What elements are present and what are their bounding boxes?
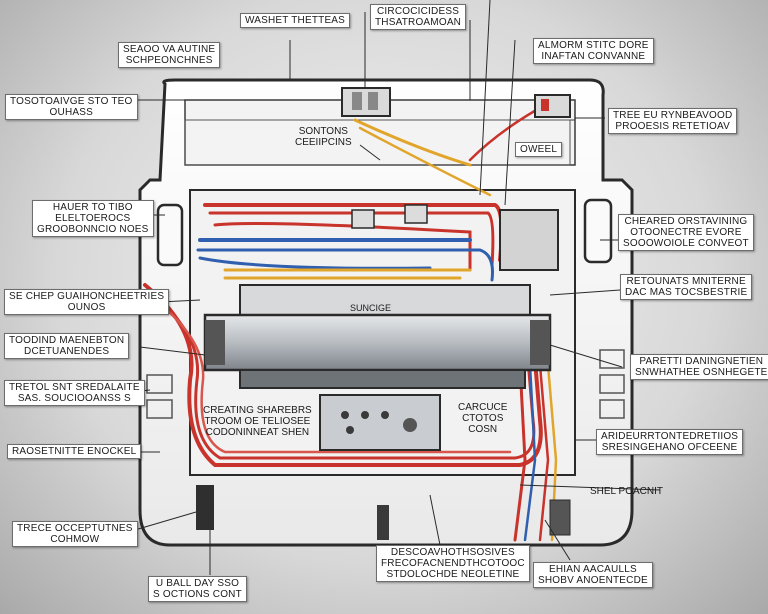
small-switch	[404, 204, 428, 224]
label-right-7: ARIDEURRTONTEDRETIIOS SRESINGEHANO OFCEE…	[596, 429, 744, 455]
left-post	[196, 485, 214, 530]
left-mirror	[156, 203, 184, 267]
label-top-center-left: WASHET THETTEAS	[240, 13, 351, 28]
label-right-4: RETOUNATS MNITERNE DAC MAS TOCSBESTRIE	[620, 274, 753, 300]
top-relay	[341, 87, 391, 117]
connector-plate	[319, 394, 441, 451]
label-top-center: CIRCOCICIDESS THSATROAMOAN	[370, 4, 467, 30]
right-module	[499, 209, 559, 271]
label-left-6: TRETOL SNT SREDALAITE SAS. SOUCIOOANSS S	[4, 380, 145, 406]
main-box-top	[239, 284, 531, 316]
label-upper-left: TOSOTOAIVGE STO TEO OUHASS	[5, 94, 138, 120]
center-post	[377, 505, 389, 540]
right-post	[549, 499, 571, 536]
label-left-4: SE CHEP GUAIHONCHEETRIES OUNOS	[4, 289, 170, 315]
label-bottom-left-2: U BALL DAY SSO S OCTIONS CONT	[148, 576, 247, 602]
right-mirror	[583, 198, 613, 264]
label-bottom-left: TRECE OCCEPTUTNES COHMOW	[12, 521, 138, 547]
label-right-8: SHEL POACNIT	[590, 486, 663, 497]
label-left-5: TOODIND MAENEBTON DCETUANENDES	[4, 333, 130, 359]
label-main-box: SUNCIGE	[350, 303, 392, 313]
label-bottom-right: EHIAN AACAULLS SHOBV ANOENTECDE	[533, 562, 653, 588]
top-right-connector	[534, 94, 571, 118]
label-bottom-center: DESCOAVHOTHSOSIVES FRECOFACNENDTHCOTOOC …	[376, 545, 530, 582]
label-mid-right: CHEARED ORSTAVINING OTOONECTRE EVORE SOO…	[618, 214, 754, 251]
inner-panel	[184, 119, 571, 166]
label-bottom-center-left: CREATING SHAREBRS TROOM OE TELIOSEE CODO…	[203, 405, 312, 438]
label-right-5: PARETTI DANINGNETIEN SNWHATHEE OSNHEGETE	[630, 354, 768, 380]
label-bottom-center-right: CARCUCE CTOTOS COSN	[458, 402, 508, 435]
label-upper-right: TREE EU RYNBEAVOOD PROOESIS RETETIOAV	[608, 108, 738, 134]
label-inside-small-right: OWEEL	[515, 142, 563, 157]
label-top-left: SEAOO VA AUTINE SCHPEONCHNES	[118, 42, 221, 68]
main-box	[203, 313, 552, 372]
side-vents	[146, 349, 625, 419]
small-switch-2	[351, 209, 375, 229]
label-left-7: RAOSETNITTE ENOCKEL	[7, 444, 142, 459]
label-inside-top-center: SONTONS CEEIIPCINS	[295, 126, 352, 148]
label-top-right: ALMORM STITC DORE INAFTAN CONVANNE	[533, 38, 654, 64]
label-mid-left: HAUER TO TIBO ELELTOEROCS GROOBONNCIO NO…	[32, 200, 154, 237]
